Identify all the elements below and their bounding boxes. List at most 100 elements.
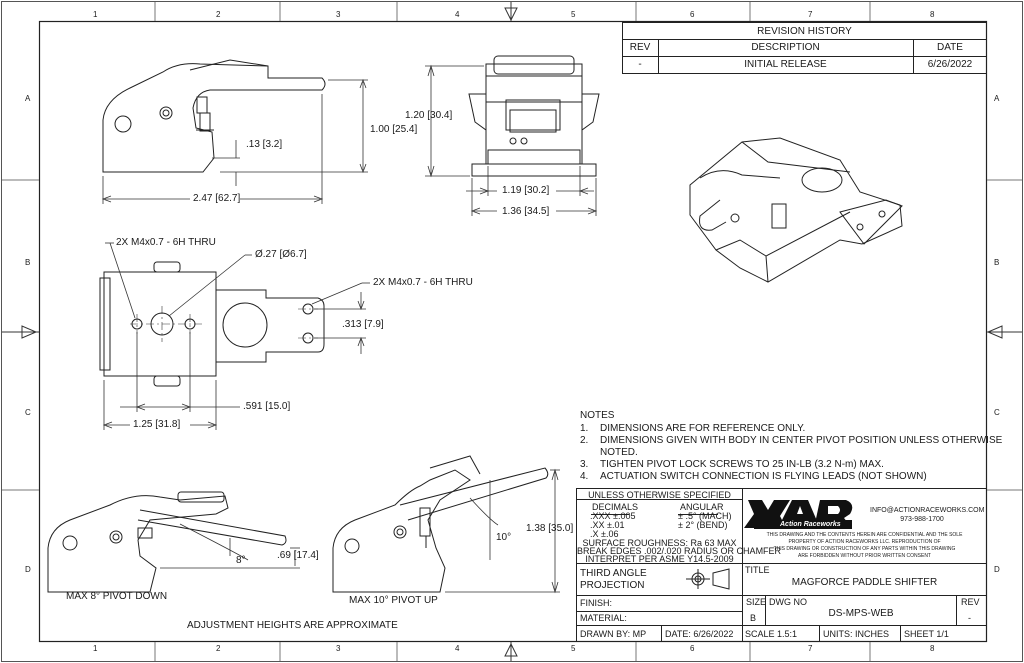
inner-border: [38, 20, 988, 643]
zone-col-8-top: 8: [930, 10, 935, 19]
dwg-no-value: DS-MPS-WEB: [828, 608, 894, 619]
tolerance-f3: INTERPRET PER ASME Y14.5-2009: [585, 554, 734, 564]
zone-row-a-left: A: [25, 94, 31, 103]
rev-value: -: [968, 613, 971, 623]
tolerance-d3: .X ±.06: [590, 529, 619, 539]
tolerance-f1: SURFACE ROUGHNESS: Ra 63 MAX: [582, 538, 737, 548]
notes-title: NOTES: [580, 410, 615, 421]
third-angle-symbol: [686, 568, 730, 590]
dim-spacing-vertical: .313 [7.9]: [342, 319, 384, 330]
note-2-text: DIMENSIONS GIVEN WITH BODY IN CENTER PIV…: [600, 435, 1003, 446]
revision-title: REVISION HISTORY: [757, 26, 852, 37]
revision-description: INITIAL RELEASE: [744, 59, 827, 70]
ar-logo-shape: [744, 500, 853, 529]
revision-header-rev: REV: [629, 42, 651, 53]
zone-col-7-bottom: 7: [808, 644, 813, 653]
revision-header-date: DATE: [937, 42, 963, 53]
confidential-line-3: THIS DRAWING OR CONSTRUCTION OF ANY PART…: [773, 546, 956, 552]
pivot-up-view: [332, 455, 549, 593]
drawing-units: UNITS: INCHES: [823, 629, 890, 639]
dim-diameter: Ø.27 [Ø6.7]: [255, 249, 307, 260]
note-4-text: ACTUATION SWITCH CONNECTION IS FLYING LE…: [600, 471, 927, 482]
revision-rev: -: [638, 59, 642, 70]
zone-col-3-bottom: 3: [336, 644, 341, 653]
revision-table-lines: [622, 22, 987, 74]
drawn-by: DRAWN BY: MP: [580, 629, 647, 639]
revision-header-description: DESCRIPTION: [751, 42, 820, 53]
drawing-date: DATE: 6/26/2022: [665, 629, 734, 639]
zone-col-1-top: 1: [93, 10, 98, 19]
note-1-text: DIMENSIONS ARE FOR REFERENCE ONLY.: [600, 423, 806, 434]
company-email: INFO@ACTIONRACEWORKS.COM: [870, 507, 985, 514]
zone-col-2-top: 2: [216, 10, 221, 19]
dim-hole-right: 2X M4x0.7 - 6H THRU: [373, 277, 473, 288]
dim-height-down: .69 [17.4]: [277, 550, 319, 561]
side-view: [102, 59, 326, 173]
title-label: TITLE: [745, 565, 770, 575]
pivot-up-dims: [445, 468, 560, 594]
titleblock-lines: [576, 488, 987, 642]
tolerance-angular-label: ANGULAR: [680, 502, 724, 512]
dim-front-inner-width: 1.19 [30.2]: [502, 185, 550, 196]
zone-col-6-top: 6: [690, 10, 695, 19]
note-2-continued: NOTED.: [600, 447, 638, 458]
tolerance-f2: BREAK EDGES .002/.020 RADIUS OR CHAMFER: [577, 546, 782, 556]
note-2-number: 2.: [580, 435, 589, 446]
side-view-dims: [101, 78, 368, 204]
note-4-number: 4.: [580, 471, 589, 482]
tolerance-a1: ± .5° (MACH): [678, 511, 732, 521]
zone-row-d-left: D: [25, 565, 31, 574]
zone-col-4-top: 4: [455, 10, 460, 19]
zone-row-d-right: D: [994, 565, 1000, 574]
zone-row-a-right: A: [994, 94, 1000, 103]
confidential-line-4: ARE FORBIDDEN WITHOUT PRIOR WRITTEN CONS…: [798, 553, 931, 559]
front-view-dims: [425, 64, 598, 216]
dim-base-width: 1.25 [31.8]: [133, 419, 181, 430]
dim-angle-down: 8°: [236, 555, 246, 566]
tolerance-a2: ± 2° (BEND): [678, 520, 728, 530]
zone-row-c-left: C: [25, 408, 31, 417]
zone-col-5-top: 5: [571, 10, 576, 19]
zone-col-5-bottom: 5: [571, 644, 576, 653]
company-phone: 973-988-1700: [900, 516, 944, 523]
label-adjustment-note: ADJUSTMENT HEIGHTS ARE APPROXIMATE: [187, 620, 398, 631]
pivot-down-dims: [160, 523, 300, 569]
tolerance-d2: .XX ±.01: [590, 520, 625, 530]
projection-line-1: THIRD ANGLE: [580, 568, 647, 579]
front-view: [468, 55, 600, 177]
drawing-scale: SCALE 1.5:1: [745, 629, 798, 639]
zone-col-7-top: 7: [808, 10, 813, 19]
pivot-down-view: [47, 491, 287, 593]
dim-angle-up: 10°: [496, 532, 512, 543]
note-1-number: 1.: [580, 423, 589, 434]
logo-subtitle: Action Raceworks: [780, 521, 841, 528]
tolerance-decimals-label: DECIMALS: [592, 502, 639, 512]
dim-top-length: 2.47 [62.7]: [193, 193, 241, 204]
zone-row-c-right: C: [994, 408, 1000, 417]
label-pivot-down: MAX 8° PIVOT DOWN: [66, 591, 168, 602]
zone-col-2-bottom: 2: [216, 644, 221, 653]
zone-row-b-left: B: [25, 258, 31, 267]
dim-spacing-horizontal: .591 [15.0]: [243, 401, 291, 412]
confidential-line-2: PROPERTY OF ACTION RACEWORKS LLC. REPROD…: [788, 539, 941, 545]
dwg-no-label: DWG NO: [769, 597, 807, 607]
projection-line-2: PROJECTION: [580, 580, 645, 591]
revision-date: 6/26/2022: [927, 59, 973, 70]
zone-col-3-top: 3: [336, 10, 341, 19]
zone-col-6-bottom: 6: [690, 644, 695, 653]
zone-col-1-bottom: 1: [93, 644, 98, 653]
dim-hole-left: 2X M4x0.7 - 6H THRU: [116, 237, 216, 248]
tolerance-header: UNLESS OTHERWISE SPECIFIED: [588, 490, 731, 500]
dim-height-up: 1.38 [35.0]: [526, 523, 574, 534]
zone-row-b-right: B: [994, 258, 1000, 267]
plan-centerlines: [130, 306, 318, 342]
dim-front-height: 1.20 [30.4]: [405, 110, 453, 121]
tolerance-d1: .XXX ±.005: [590, 511, 636, 521]
finish-label: FINISH:: [580, 598, 613, 608]
size-label: SIZE: [746, 597, 767, 607]
label-pivot-up: MAX 10° PIVOT UP: [349, 595, 438, 606]
drawing-title: MAGFORCE PADDLE SHIFTER: [791, 577, 938, 588]
